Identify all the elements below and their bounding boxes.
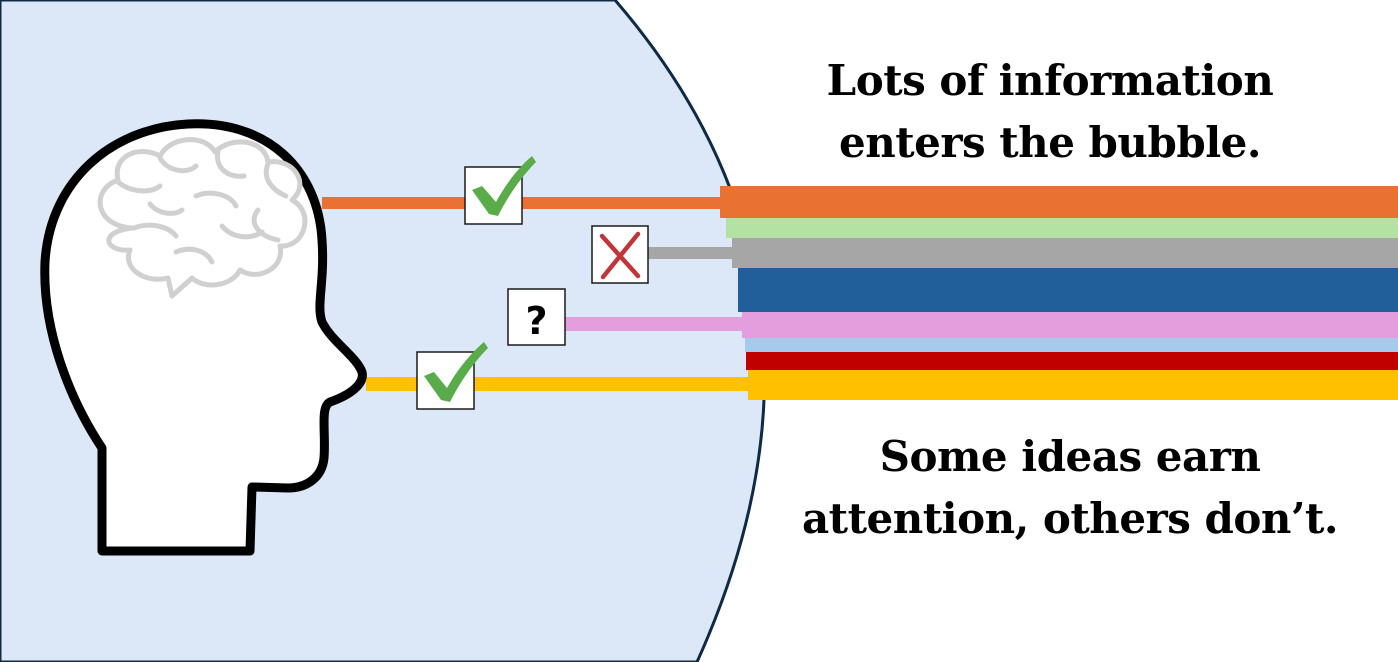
stripe-light-blue	[745, 338, 1398, 352]
cross-mark-box-gray	[591, 225, 649, 284]
caption-top-line-2: enters the bubble.	[839, 118, 1262, 167]
signal-line-gray	[648, 247, 736, 259]
stripe-dark-blue	[738, 268, 1398, 312]
check-mark-box-yellow	[416, 342, 488, 410]
information-stripes	[720, 186, 1398, 400]
stripe-pink	[742, 312, 1398, 338]
question-mark-box-pink: ?	[507, 288, 566, 346]
check-icon	[472, 156, 536, 216]
stripe-orange	[720, 186, 1398, 218]
signal-line-pink	[565, 317, 745, 331]
caption-ideas-earn-attention: Some ideas earn attention, others don’t.	[770, 426, 1370, 550]
check-mark-box-orange	[464, 156, 536, 225]
caption-bottom-line-1: Some ideas earn	[879, 432, 1261, 481]
stripe-yellow	[748, 370, 1398, 400]
caption-information-enters: Lots of information enters the bubble.	[770, 50, 1330, 174]
question-icon: ?	[525, 299, 547, 343]
stripe-light-green	[726, 218, 1398, 238]
signal-line-orange	[322, 197, 724, 209]
cross-icon	[599, 231, 641, 280]
stripe-gray	[732, 238, 1398, 268]
check-icon	[424, 342, 488, 402]
caption-top-line-1: Lots of information	[826, 56, 1274, 105]
brain-icon	[97, 137, 308, 299]
stripe-red	[746, 352, 1398, 370]
caption-bottom-line-2: attention, others don’t.	[801, 494, 1339, 543]
